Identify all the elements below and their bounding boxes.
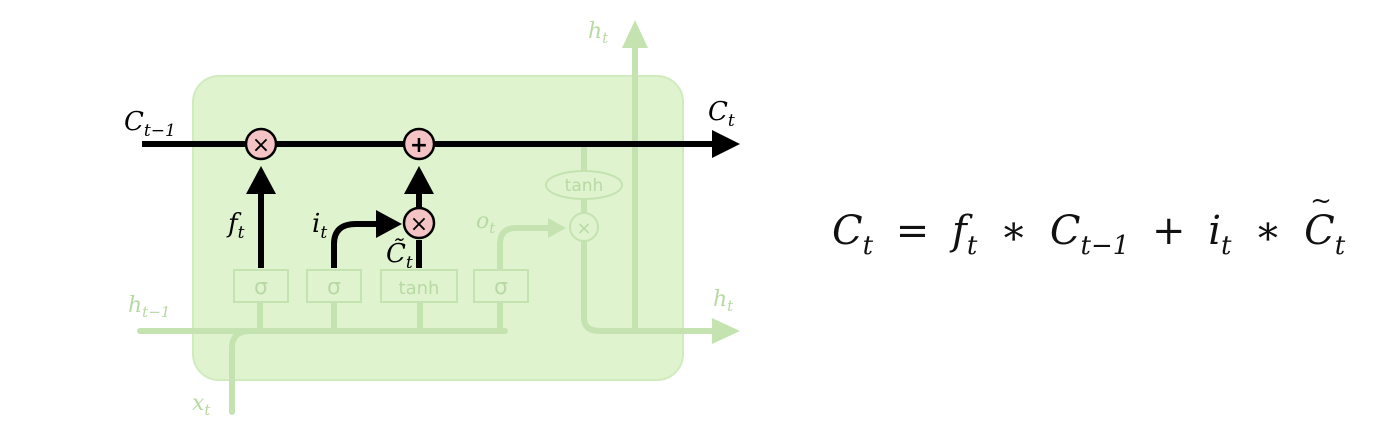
eq-lhs: C xyxy=(832,208,863,254)
cell-add-op xyxy=(402,127,436,161)
tanh-out-label: tanh xyxy=(565,176,604,196)
h-top-label: h xyxy=(588,19,602,44)
i-gate-sub: t xyxy=(320,223,327,243)
tanh-layer xyxy=(380,269,458,303)
h-prev-sub: t−1 xyxy=(142,303,170,321)
input-multiply-op xyxy=(402,206,436,240)
eq-times-2: ∗ xyxy=(1254,208,1282,254)
h-top-sub: t xyxy=(602,29,609,47)
output-multiply-op xyxy=(569,212,599,242)
cell-box xyxy=(192,75,684,381)
svg-text:ht: ht xyxy=(713,287,734,315)
svg-text:ot: ot xyxy=(476,209,496,237)
eq-f: f xyxy=(952,208,967,254)
sigma-layer-3 xyxy=(473,269,529,303)
c-tilde-sub: t xyxy=(406,253,413,273)
sigma-3-label: σ xyxy=(494,275,508,300)
faded-gates xyxy=(233,170,623,303)
eq-plus: + xyxy=(1152,208,1186,254)
pointwise-symbols: × + × xyxy=(252,133,428,237)
svg-text:Ct−1: Ct−1 xyxy=(124,107,176,141)
eq-c: C xyxy=(1049,208,1081,254)
svg-text:C̃t: C̃t xyxy=(386,238,413,273)
pointwise-ops xyxy=(244,127,436,240)
cell-state-equation: Ct = ft ∗ Ct−1 + it ∗ Ct xyxy=(832,186,1345,268)
sigma-1-label: σ xyxy=(254,275,268,300)
forget-multiply-op xyxy=(244,127,278,161)
eq-lhs-sub: t xyxy=(862,231,874,261)
tanh-label: tanh xyxy=(399,278,440,299)
svg-text:it: it xyxy=(312,209,327,243)
x-in-sub: t xyxy=(204,401,211,419)
h-right-label: h xyxy=(713,287,727,312)
eq-ct: C xyxy=(1304,186,1335,254)
x-in-label: x xyxy=(192,391,205,416)
tanh-output-op xyxy=(545,170,623,200)
faded-math-labels: ht ht ht−1 xt ot xyxy=(128,19,734,419)
svg-text:Ct: Ct xyxy=(708,97,735,131)
eq-c-sub: t−1 xyxy=(1080,231,1130,261)
c-out-label: C xyxy=(708,97,728,127)
svg-text:ht−1: ht−1 xyxy=(128,293,170,321)
eq-times-1: ∗ xyxy=(1000,208,1028,254)
eq-f-sub: t xyxy=(966,231,978,261)
eq-i: i xyxy=(1208,208,1222,254)
sigma-2-label: σ xyxy=(327,275,341,300)
c-prev-sub: t−1 xyxy=(144,121,176,141)
c-prev-label: C xyxy=(124,107,144,137)
output-multiply-symbol: × xyxy=(576,218,591,239)
h-prev-label: h xyxy=(128,293,142,318)
eq-ct-sub: t xyxy=(1334,231,1346,261)
h-right-sub: t xyxy=(727,297,734,315)
active-arrowheads xyxy=(246,130,740,238)
cell-add-symbol: + xyxy=(410,133,428,158)
sigma-layer-1 xyxy=(233,269,289,303)
faded-paths xyxy=(137,45,715,415)
active-math-labels: Ct−1 Ct ft it C̃t xyxy=(124,97,735,273)
i-gate-label: i xyxy=(312,209,320,239)
svg-text:xt: xt xyxy=(192,391,211,419)
svg-text:ht: ht xyxy=(588,19,609,47)
c-out-sub: t xyxy=(728,111,735,131)
faded-gate-labels: σ σ tanh σ tanh × xyxy=(254,176,603,300)
c-tilde-label: C̃ xyxy=(386,238,406,269)
f-gate-sub: t xyxy=(238,223,245,243)
eq-equals: = xyxy=(895,208,930,254)
o-gate-label: o xyxy=(476,209,489,234)
o-gate-sub: t xyxy=(489,219,496,237)
eq-i-sub: t xyxy=(1221,231,1232,261)
faded-arrowheads xyxy=(548,20,740,344)
forget-multiply-symbol: × xyxy=(252,133,270,158)
input-multiply-symbol: × xyxy=(410,212,428,237)
sigma-layer-2 xyxy=(306,269,362,303)
